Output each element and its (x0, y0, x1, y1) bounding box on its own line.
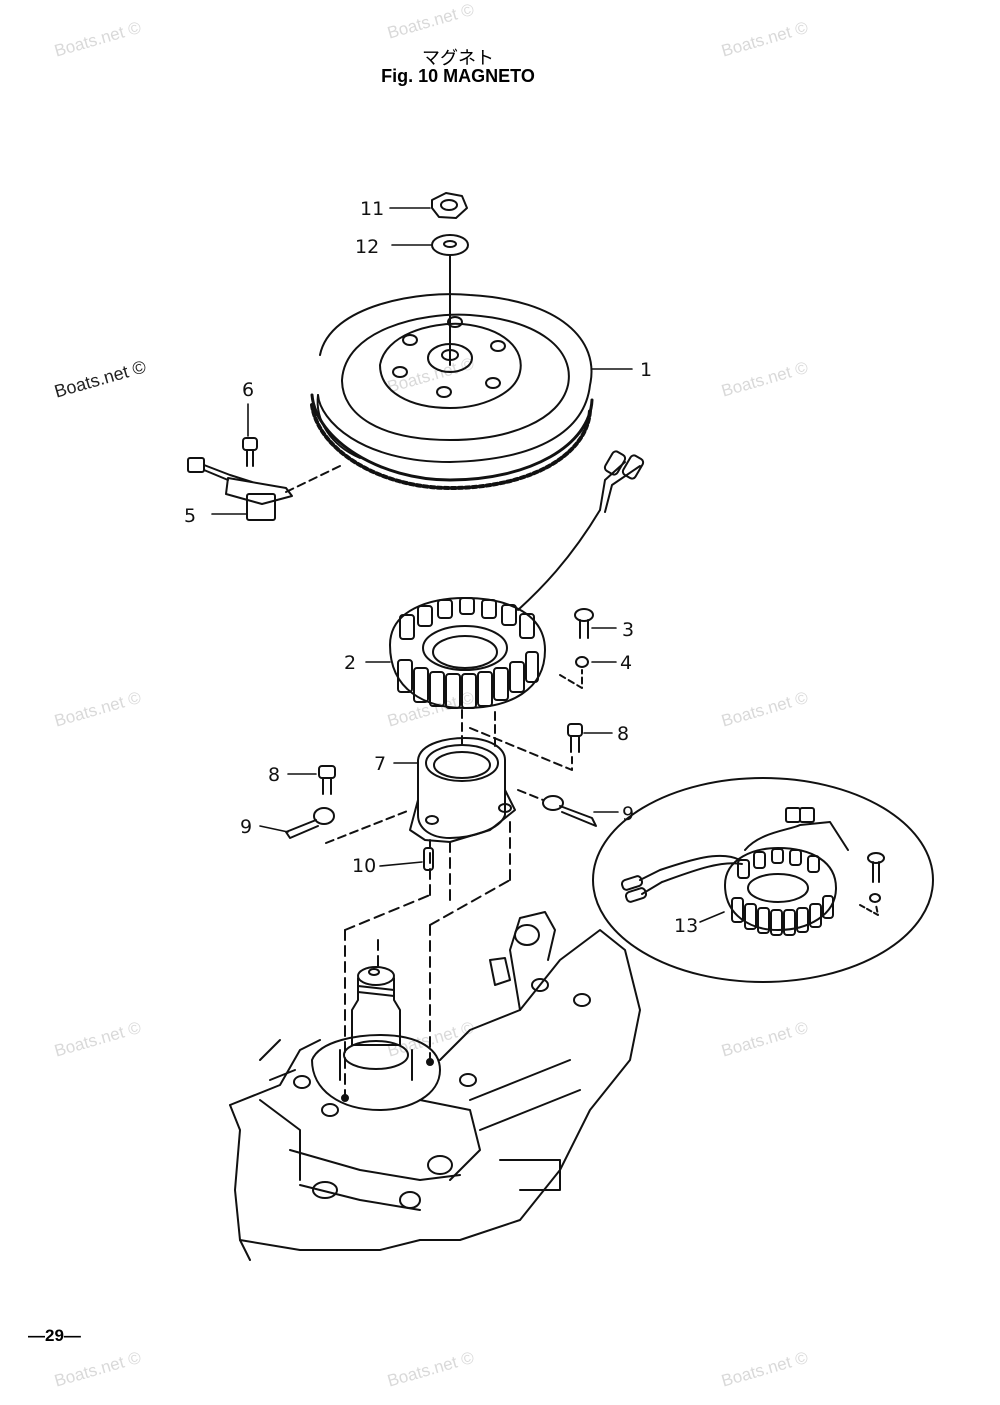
flywheel-part (310, 293, 594, 490)
crankcase-assembly (229, 911, 641, 1261)
callout-11: 11 (360, 198, 384, 220)
stator-base-part (409, 709, 516, 843)
callout-1: 1 (640, 359, 652, 381)
callout-8-right: 8 (617, 723, 629, 745)
page-number: —29— (28, 1326, 81, 1345)
callout-9-right: 9 (622, 803, 634, 825)
callout-9-left: 9 (240, 816, 252, 838)
callout-5: 5 (184, 505, 196, 527)
ring-terminal-part (517, 789, 597, 827)
callout-2: 2 (344, 652, 356, 674)
lock-washer-part (559, 656, 589, 689)
bolt-part (469, 723, 583, 771)
stator-part (389, 450, 645, 709)
callout-13: 13 (674, 915, 698, 937)
figure-title: Fig. 10 MAGNETO (381, 66, 535, 86)
bolt-part (242, 437, 258, 467)
pulser-coil-part (187, 457, 341, 521)
callout-3: 3 (622, 619, 634, 641)
callout-labels: 11 12 1 6 5 2 3 4 8 8 7 9 9 10 13 (184, 198, 698, 937)
callout-4: 4 (620, 652, 632, 674)
screw-part (574, 608, 594, 639)
callout-12: 12 (355, 236, 379, 258)
callout-10: 10 (352, 855, 376, 877)
bolt-part (318, 765, 336, 795)
ring-terminal-part (285, 807, 411, 844)
callout-6: 6 (242, 379, 254, 401)
nut-part (431, 192, 468, 219)
callout-leaders (211, 207, 725, 923)
washer-part (431, 234, 469, 256)
dowel-pin-part (423, 847, 434, 871)
assembly-guide-lines (344, 819, 511, 1101)
inset-alternate-stator (592, 777, 934, 983)
callout-8-left: 8 (268, 764, 280, 786)
callout-7: 7 (374, 753, 386, 775)
figure-title-japanese: マグネト (422, 48, 494, 69)
